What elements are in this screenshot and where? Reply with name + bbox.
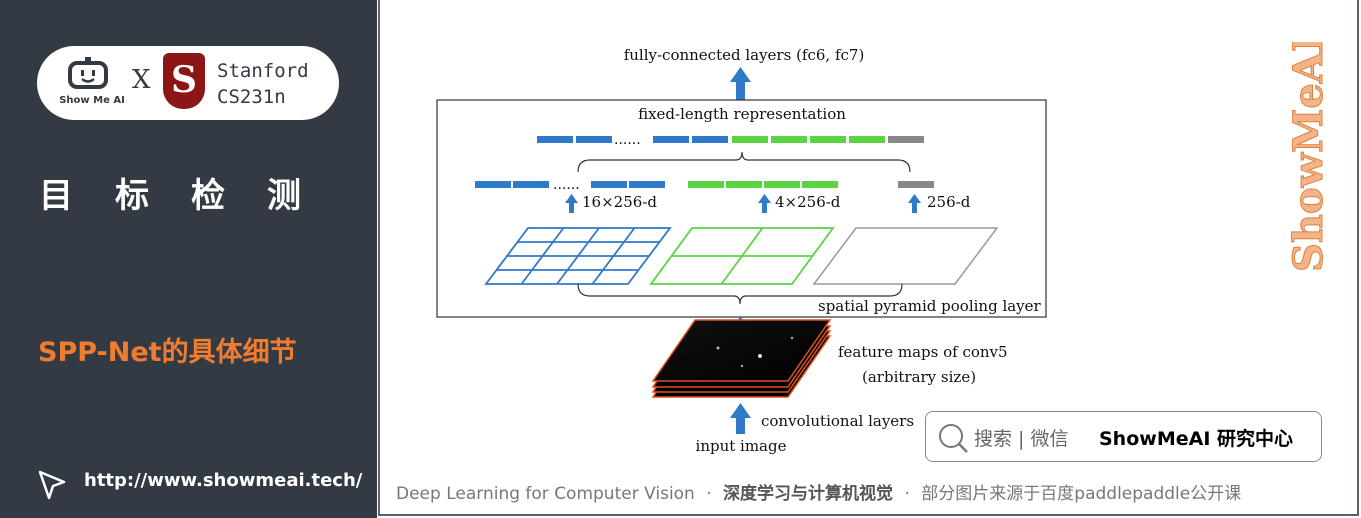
- partner-name: Stanford CS231n: [217, 58, 309, 110]
- bin16-seg: [475, 181, 511, 188]
- bin16-seg: [591, 181, 627, 188]
- subtopic-title: SPP-Net的具体细节: [38, 337, 297, 368]
- brace-bottom: [577, 283, 903, 305]
- vec-seg: [732, 136, 768, 143]
- partner-line2: CS231n: [217, 86, 286, 108]
- grid-4x4: [484, 227, 672, 285]
- bin4-seg: [688, 181, 724, 188]
- bin4-arrow-icon: [758, 194, 771, 213]
- footer-course: Deep Learning for Computer Vision: [396, 484, 695, 504]
- conv-label: convolutional layers: [761, 412, 914, 430]
- grid-2x2: [649, 227, 835, 285]
- footer-caption: Deep Learning for Computer Vision · 深度学习…: [396, 479, 1241, 504]
- vec-seg: [576, 136, 612, 143]
- search-hint: 搜索 | 微信: [974, 428, 1069, 450]
- footer-sep-1: ·: [706, 484, 712, 504]
- stanford-seal-icon: S: [163, 53, 205, 109]
- search-icon: [939, 424, 968, 453]
- bin4-seg: [764, 181, 800, 188]
- account-name: ShowMeAI 研究中心: [1099, 428, 1293, 450]
- bin1-seg: [898, 181, 934, 188]
- bin16-seg: [513, 181, 549, 188]
- fixed-length-label: fixed-length representation: [638, 105, 846, 123]
- pyramid-label: spatial pyramid pooling layer: [818, 297, 1042, 315]
- bin16-seg: [629, 181, 665, 188]
- partner-line1: Stanford: [217, 60, 309, 82]
- bin4-seg: [726, 181, 762, 188]
- feature-maps-label-1: feature maps of conv5: [838, 343, 1008, 361]
- dots-mid: ......: [553, 177, 580, 193]
- watermark-logo: ShowMeAI: [1286, 42, 1333, 273]
- footer-source: 部分图片来源于百度paddlepaddle公开课: [921, 484, 1242, 504]
- vec-seg: [771, 136, 807, 143]
- grid-1x1: [812, 227, 999, 285]
- wechat-search-box: [925, 411, 1322, 462]
- content-frame: [378, 0, 1359, 516]
- bin-vectors: [475, 181, 934, 188]
- cross-symbol: X: [132, 65, 151, 95]
- watermark-text: ShowMeAI: [1286, 42, 1332, 272]
- output-arrow-icon: [730, 67, 751, 100]
- vec-seg: [849, 136, 885, 143]
- conv-arrow-icon: [730, 403, 751, 434]
- bin16-label: 16×256-d: [582, 193, 657, 211]
- bin1-arrow-icon: [908, 194, 921, 213]
- vec-seg: [810, 136, 846, 143]
- bin4-seg: [802, 181, 838, 188]
- vec-seg: [692, 136, 728, 143]
- brand-name: Show Me AI: [59, 95, 125, 106]
- footer-topic: 深度学习与计算机视觉: [723, 484, 894, 504]
- website-link[interactable]: http://www.showmeai.tech/: [84, 470, 363, 491]
- bin16-arrow-icon: [565, 194, 578, 213]
- vec-seg: [653, 136, 689, 143]
- dots-top: ......: [614, 132, 641, 148]
- topic-title: 目标检测: [39, 176, 343, 216]
- vec-seg: [537, 136, 573, 143]
- brace-top: [577, 151, 911, 173]
- input-label: input image: [696, 437, 787, 455]
- footer-sep-2: ·: [904, 484, 910, 504]
- vec-seg: [888, 136, 924, 143]
- bin4-label: 4×256-d: [775, 193, 841, 211]
- cursor-icon: [38, 470, 66, 500]
- feature-maps-label-2: (arbitrary size): [862, 368, 976, 386]
- fc-label: fully-connected layers (fc6, fc7): [624, 46, 865, 64]
- feature-maps-stack: [651, 319, 832, 398]
- fixed-length-vector: [537, 136, 924, 143]
- bin1-label: 256-d: [927, 193, 971, 211]
- showmeai-robot-icon: [68, 57, 108, 89]
